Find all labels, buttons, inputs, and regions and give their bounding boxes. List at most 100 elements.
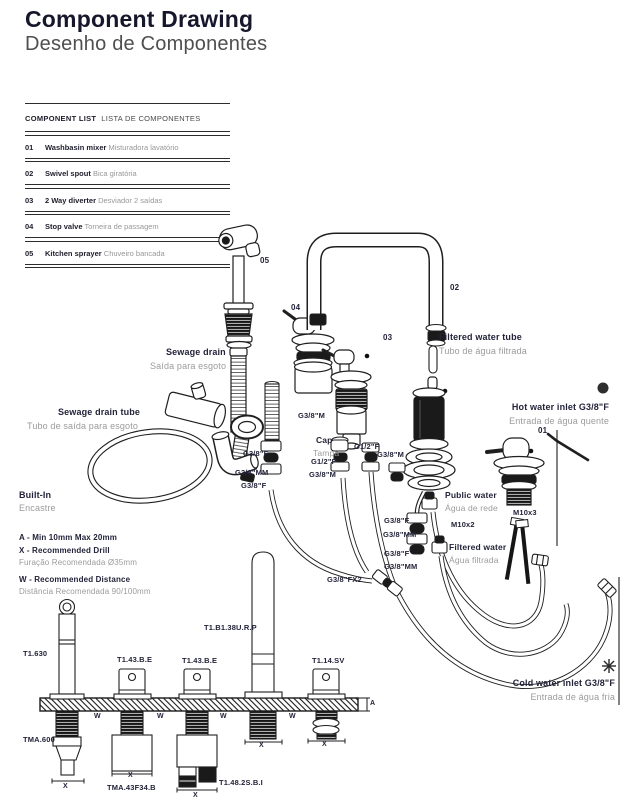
diagram-label: X [322,741,327,748]
diagram-label: X [193,792,198,799]
item-name-en: Stop valve [45,222,83,231]
legend-x-spec-pt: Furação Recomendada Ø35mm [19,558,138,567]
diagram-label: G3/8"M [377,450,404,459]
diagram-label: TMA.43F34.B [107,783,156,792]
diagram-label: Saída para esgoto [150,361,227,371]
diagram-label: W [94,713,101,720]
fittings [260,380,428,597]
item-name-pt: Desviador 2 saídas [98,195,163,205]
list-item: 05 Kitchen sprayer Chuveiro bancada [25,242,230,264]
diagram-label: G3/8"F [243,449,269,458]
list-item: 01 Washbasin mixer Misturadora lavatório [25,136,230,158]
hose-nuts [421,491,617,598]
list-item: 03 2 Way diverter Desviador 2 saídas [25,189,230,211]
diagram-label: G3/8"MM [235,468,269,477]
legend-w-spec-pt: Distância Recomendada 90/100mm [19,587,151,596]
diagram-label: W [289,713,296,720]
divider [25,237,230,242]
item-number: 04 [25,222,34,231]
diagram-label: X [128,772,133,779]
fixture-t143be-1 [111,668,153,777]
component-list-title-pt: LISTA DE COMPONENTES [101,114,201,123]
legend-x-spec-en: X - Recommended Drill [19,546,110,555]
diagram-label: G1/2"F [354,442,380,451]
pointer-dot [528,448,534,454]
diagram-label: G1/2"F [311,457,337,466]
diagram-label: 03 [383,333,393,342]
m10-studs [504,516,531,585]
braided-hoses [268,471,613,690]
diagram-label: W [157,713,164,720]
diagram-label: TMA.600 [23,735,55,744]
diagram-label: 01 [538,426,548,435]
item-name-pt: Misturadora lavatório [108,142,179,152]
diagram-label: Tubo de saída para esgoto [27,421,138,431]
divider [25,210,230,215]
item-name-en: 2 Way diverter [45,195,96,205]
diagram-label: T1.43.B.E [182,656,218,665]
item-name-pt: Bica giratória [92,169,137,178]
component-list-header: COMPONENT LIST LISTA DE COMPONENTES [25,104,230,131]
item-name-en: Kitchen sprayer [45,248,102,258]
fixture-t114sv [307,668,346,744]
diagram-label: Filtered water tube [439,332,522,342]
fixture-t1630 [49,598,85,784]
component-list-title-en: COMPONENT LIST [25,114,97,123]
diagram-label: G3/8"FX2 [327,575,362,584]
diagram-label: Entrada de água fria [530,692,615,702]
item-number: 03 [25,195,34,205]
legend-built-in-pt: Encastre [19,503,56,513]
list-item: 02 Swivel spout Bica giratória [25,162,230,184]
stop-valve [282,309,335,394]
filter-valve [402,376,456,491]
diagram-label: G3/8"M [298,411,325,420]
legend-w-spec-en: W - Recommended Distance [19,575,131,584]
diagram-label: Água de rede [445,503,498,513]
diagram-label: G3/8"M [309,470,336,479]
diagram-label: Filtered water [449,542,507,552]
divider [25,263,230,268]
diagram-label: W [220,713,227,720]
item-number: 02 [25,169,34,178]
hot-water-dot-icon [597,382,609,394]
page-title: Component Drawing [25,6,254,32]
diagram-label: Tubo de água filtrada [439,346,527,356]
sewage-drain-parts [87,382,264,504]
snowflake-icon [602,659,616,673]
diagram-label: M10x3 [513,508,537,517]
divider [25,103,230,104]
item-number: 01 [25,142,34,152]
divider [25,184,230,189]
page-subtitle: Desenho de Componentes [25,33,268,55]
fixture-t143be-2 [176,668,218,793]
diagram-label: 05 [260,256,270,265]
item-name-pt: Chuveiro bancada [103,248,165,258]
item-name-pt: Torneira de passagem [84,222,159,231]
diagram-label: G3/8"MM [384,562,418,571]
diagram-label: 02 [450,283,460,292]
diagram-label: T1.48.2S.B.I [219,778,263,787]
diagram-label: M10x2 [451,520,475,529]
kitchen-sprayer [218,224,261,483]
washbasin-mixer-valve [485,437,545,506]
diagram-label: G3/8"F [384,516,410,525]
diagram-label: G3/8"MM [383,530,417,539]
pointer-dot [364,353,370,359]
diagram-label: T1.43.B.E [117,655,153,664]
diagram-label: Entrada de água quente [509,416,609,426]
countertop [39,697,359,712]
installation-section [39,551,370,793]
diagram-label: Água filtrada [449,555,499,565]
legend-a-spec: A - Min 10mm Max 20mm [19,533,117,542]
diagram-label: Sewage drain [166,347,226,357]
diagram-label: Cold water inlet G3/8"F [512,678,615,688]
diagram-label: T1.14.SV [312,656,345,665]
item-name-en: Swivel spout [45,169,91,178]
diagram-label: 04 [291,303,301,312]
diagram-label: T1.B1.38U.R.P [204,623,257,632]
item-name-en: Washbasin mixer [45,142,107,152]
diagram-label: Sewage drain tube [58,407,141,417]
legend-built-in-en: Built-In [19,490,52,500]
allen-key [546,432,590,462]
